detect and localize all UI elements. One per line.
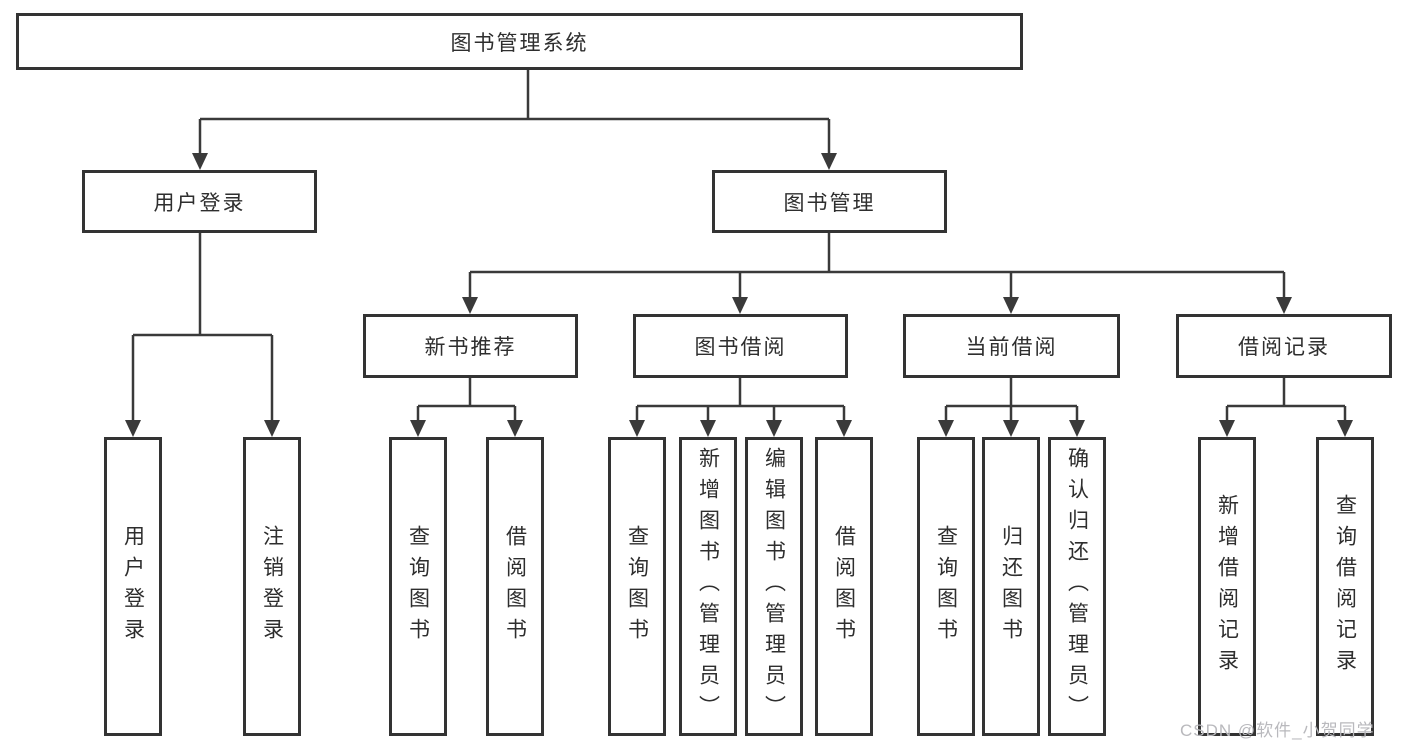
node-book-borrowing-label: 图书借阅	[694, 336, 787, 359]
node-logout-action: 注销登录	[243, 437, 301, 736]
node-query-borrow-record: 查询借阅记录	[1316, 437, 1374, 736]
node-query-books-current: 查询图书	[917, 437, 975, 736]
node-confirm-return-admin-label: 确认归还（管理员）	[1065, 447, 1089, 726]
node-current-borrowing: 当前借阅	[903, 314, 1120, 378]
node-root-label: 图书管理系统	[450, 31, 589, 55]
node-book-borrowing: 图书借阅	[633, 314, 848, 378]
node-confirm-return-admin: 确认归还（管理员）	[1048, 437, 1106, 736]
node-return-books-label: 归还图书	[999, 524, 1023, 649]
node-book-management-label: 图书管理	[783, 191, 876, 215]
node-add-books-admin: 新增图书（管理员）	[679, 437, 737, 736]
node-new-book-recommendation: 新书推荐	[363, 314, 578, 378]
node-edit-books-admin-label: 编辑图书（管理员）	[762, 447, 786, 726]
node-borrow-books-borrowing-label: 借阅图书	[832, 524, 856, 649]
node-query-books-current-label: 查询图书	[934, 524, 958, 649]
node-borrowing-records: 借阅记录	[1176, 314, 1392, 378]
node-add-borrow-record-label: 新增借阅记录	[1215, 493, 1239, 680]
watermark-text: CSDN @软件_小贺同学	[1180, 721, 1375, 740]
node-borrow-books-borrowing: 借阅图书	[815, 437, 873, 736]
node-query-books-borrowing: 查询图书	[608, 437, 666, 736]
node-user-login-action-label: 用户登录	[121, 524, 145, 649]
node-current-borrowing-label: 当前借阅	[965, 336, 1058, 359]
node-query-borrow-record-label: 查询借阅记录	[1333, 493, 1357, 680]
node-query-books-recommend-label: 查询图书	[406, 524, 430, 649]
node-logout-action-label: 注销登录	[260, 524, 284, 649]
arrowheads	[125, 153, 1353, 437]
node-add-borrow-record: 新增借阅记录	[1198, 437, 1256, 736]
node-user-login-branch: 用户登录	[82, 170, 317, 233]
node-edit-books-admin: 编辑图书（管理员）	[745, 437, 803, 736]
node-add-books-admin-label: 新增图书（管理员）	[696, 447, 720, 726]
node-new-book-recommendation-label: 新书推荐	[424, 336, 517, 359]
node-borrow-books-recommend: 借阅图书	[486, 437, 544, 736]
node-return-books: 归还图书	[982, 437, 1040, 736]
node-book-management: 图书管理	[712, 170, 947, 233]
node-user-login-branch-label: 用户登录	[153, 191, 246, 215]
node-borrowing-records-label: 借阅记录	[1238, 336, 1330, 359]
node-query-books-recommend: 查询图书	[389, 437, 447, 736]
node-root: 图书管理系统	[16, 13, 1023, 70]
node-user-login-action: 用户登录	[104, 437, 162, 736]
node-borrow-books-recommend-label: 借阅图书	[503, 524, 527, 649]
node-query-books-borrowing-label: 查询图书	[625, 524, 649, 649]
